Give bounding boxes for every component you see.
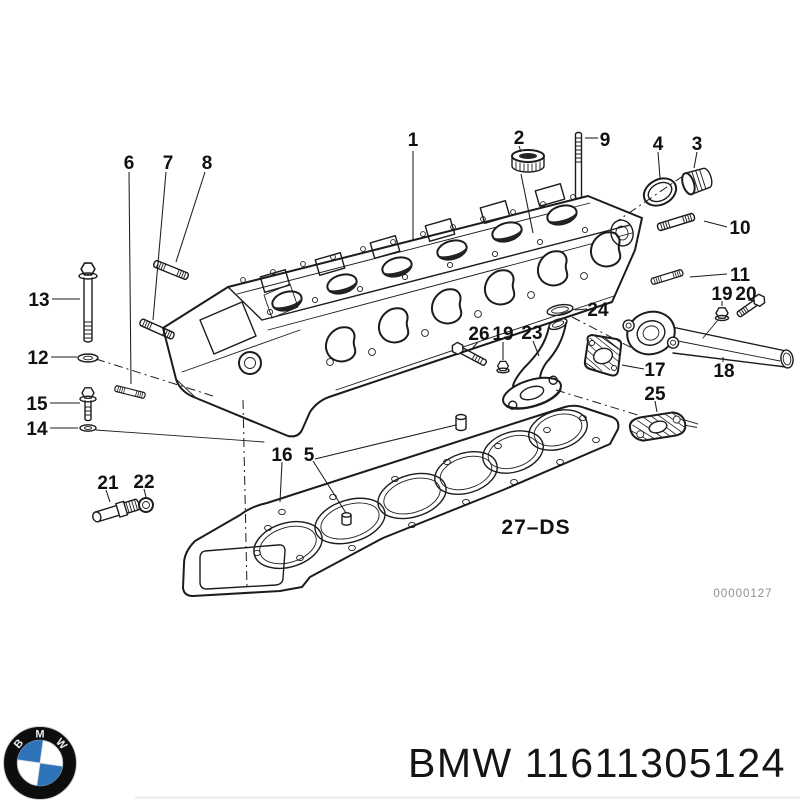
part-number-text: 11611305124 (525, 740, 786, 786)
core-plug-3 (681, 167, 713, 196)
callout-4: 4 (653, 134, 664, 155)
callout-22: 22 (133, 472, 154, 493)
washer-14 (79, 424, 97, 432)
stud-6 (113, 384, 147, 400)
bolt-26 (449, 340, 487, 366)
callout-6: 6 (124, 153, 135, 174)
rocker-pedestals (259, 183, 566, 293)
callout-12: 12 (27, 348, 48, 369)
part-number-title: BMW 11611305124 (408, 740, 786, 786)
callout-25: 25 (644, 384, 666, 405)
callout-2: 2 (514, 128, 525, 149)
gasket-small-holes (253, 414, 600, 562)
callout-3: 3 (692, 134, 703, 155)
temperature-sensor-21 (92, 498, 141, 523)
callout-7: 7 (163, 153, 174, 174)
callout-16: 16 (271, 445, 292, 466)
callout-18: 18 (713, 361, 734, 382)
left-fasteners (77, 259, 190, 523)
intake-ports (320, 228, 628, 367)
axis-lines (95, 175, 684, 590)
callout-8: 8 (202, 153, 213, 174)
scan-artifact-line (135, 796, 800, 799)
callout-21: 21 (97, 473, 119, 494)
callout-11: 11 (730, 265, 751, 286)
callout-13: 13 (28, 290, 49, 311)
seal-ring-22 (138, 497, 154, 513)
gasket-ring-24 (546, 303, 574, 317)
stud-10 (655, 212, 697, 232)
flange-gasket-17 (583, 334, 623, 377)
callout-15: 15 (26, 394, 48, 415)
head-left-flange (175, 283, 301, 399)
callout-19: 19 (492, 324, 513, 345)
coolant-parts (449, 303, 794, 442)
top-parts (511, 131, 768, 339)
drawing-number: 00000127 (713, 588, 772, 600)
head-gasket-drawing (182, 404, 620, 597)
callout-1: 1 (408, 130, 419, 151)
cap-plug-2 (511, 149, 545, 173)
logo-quadrants (17, 740, 63, 786)
callout-9: 9 (600, 130, 611, 151)
callout-10: 10 (729, 218, 750, 239)
gasket-dowel-b (341, 512, 352, 526)
callout-24: 24 (587, 300, 609, 321)
nut-19-right (714, 307, 730, 322)
brand-text: BMW (408, 740, 513, 786)
bolt-20 (736, 291, 768, 318)
callout-19: 19 (711, 284, 732, 305)
water-pipe-18 (622, 310, 794, 369)
gasket-dowel-a (455, 413, 467, 432)
callout-23: 23 (521, 323, 542, 344)
o-ring-4 (642, 177, 678, 207)
gasket-front-slot (199, 544, 286, 590)
callout-26: 26 (468, 324, 489, 345)
callout-5: 5 (304, 445, 315, 466)
logo-letter-M: M (35, 729, 44, 741)
callout-14: 14 (26, 419, 48, 440)
callout-17: 17 (644, 360, 665, 381)
nut-19-mid (496, 360, 510, 374)
head-bolt-long-13 (78, 262, 98, 343)
stud-long-9 (574, 131, 583, 200)
bolt-short-15 (79, 387, 97, 422)
stud-11 (649, 268, 685, 286)
callout-20: 20 (735, 284, 756, 305)
variant-code-label: 27–DS (501, 516, 570, 539)
leader-lines (50, 137, 756, 514)
deck-bolt-holes (266, 226, 589, 316)
cylinder-head-drawing (162, 183, 643, 438)
oval-gasket-25 (628, 411, 699, 442)
bmw-roundel-logo: BMW (3, 726, 77, 800)
water-elbow-23 (502, 317, 568, 410)
washer-12 (77, 353, 99, 363)
